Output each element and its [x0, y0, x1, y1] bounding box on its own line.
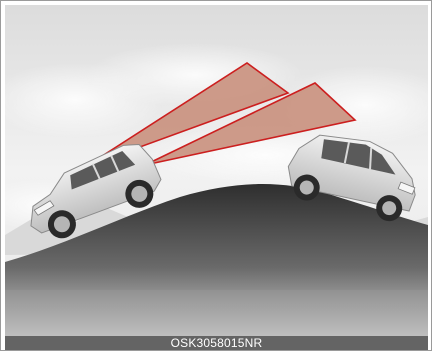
hill-base: [5, 290, 428, 336]
headlight-aiming-illustration: [5, 5, 428, 336]
figure-code-caption: OSK3058015NR: [5, 336, 428, 350]
